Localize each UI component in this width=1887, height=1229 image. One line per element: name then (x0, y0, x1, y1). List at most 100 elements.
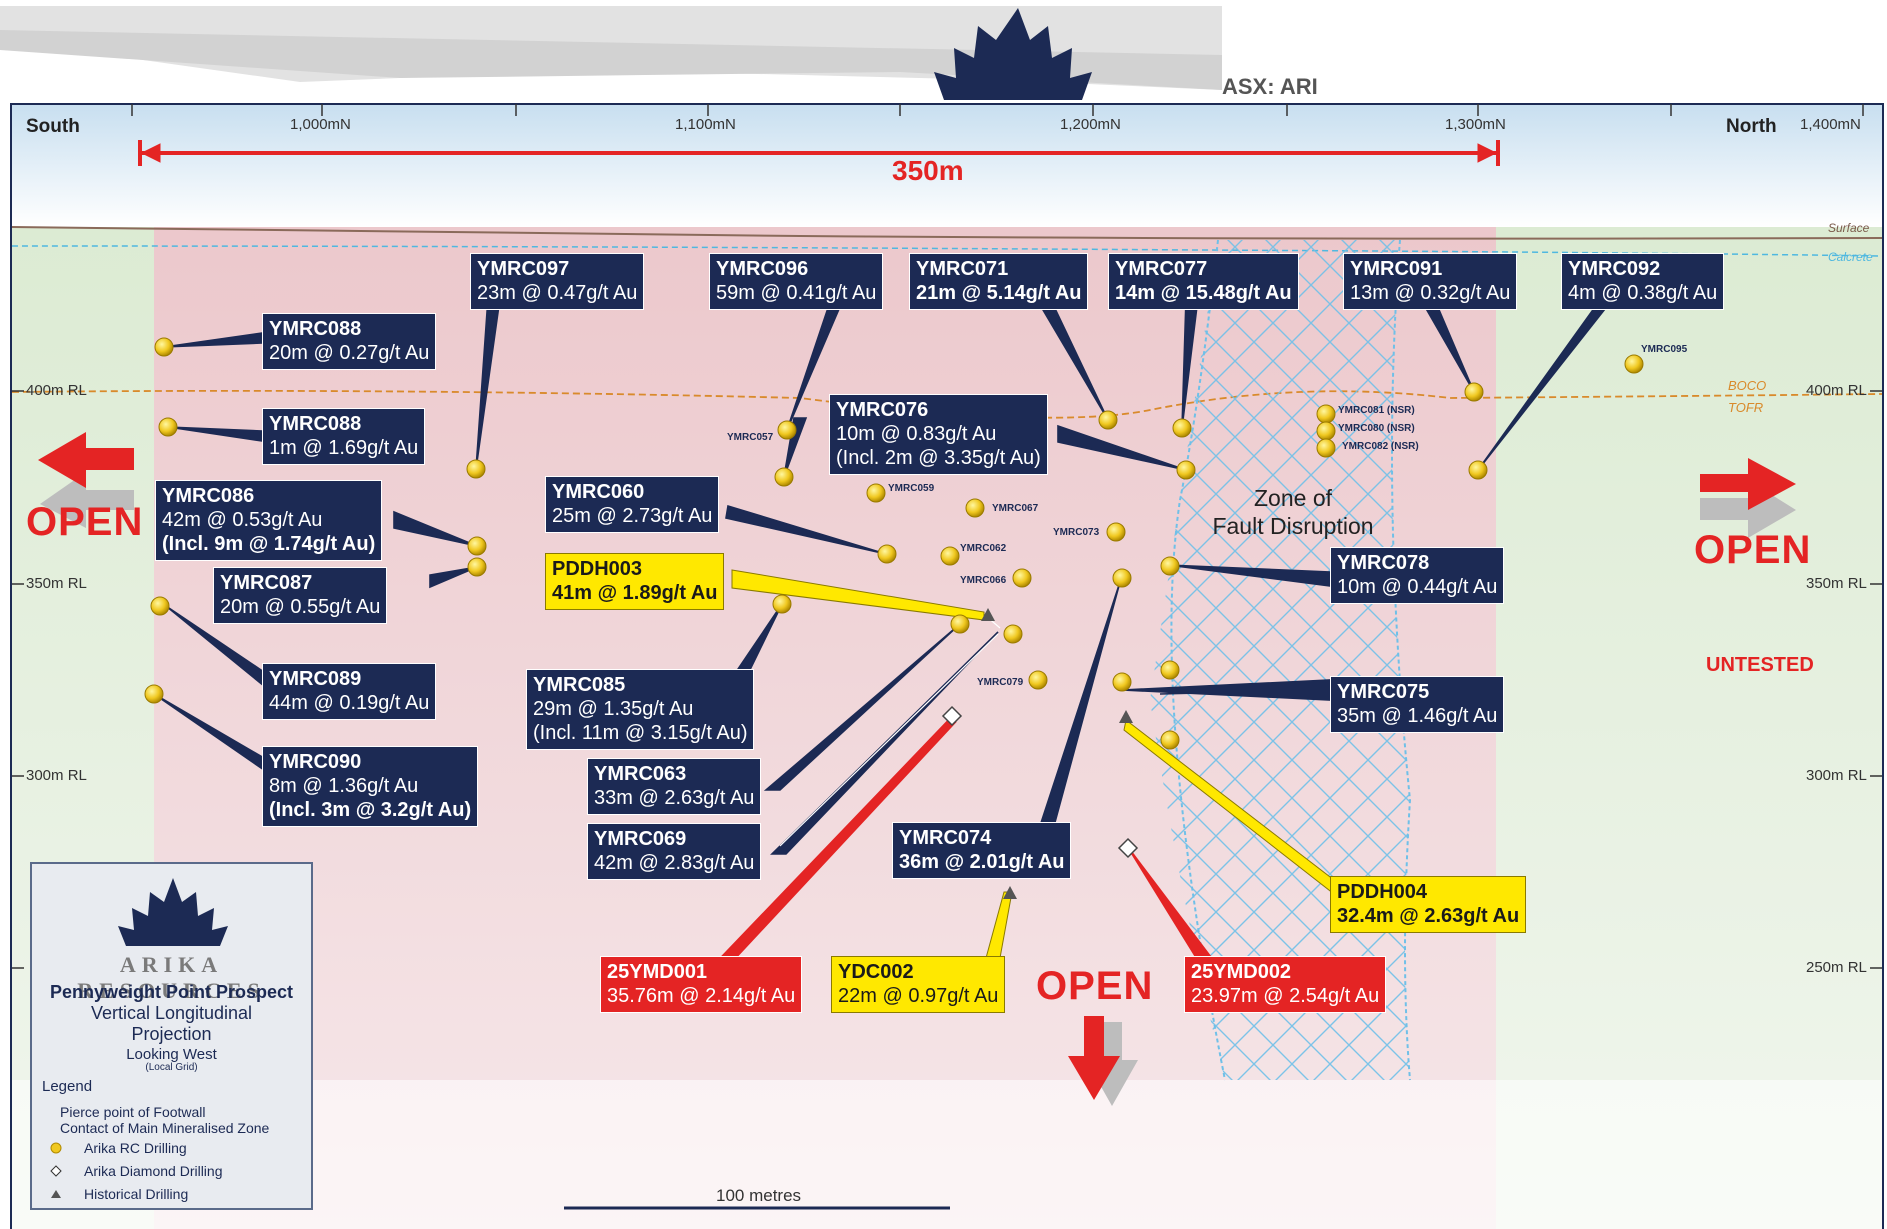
intercept-grade: 36m @ 2.01g/t Au (899, 851, 1065, 873)
open-arrow-left-icon (38, 432, 134, 528)
intercept-ymrc074: YMRC074 36m @ 2.01g/t Au (892, 822, 1072, 879)
hole-id: PDDH004 (1337, 881, 1428, 903)
intercept-grade: 35m @ 1.46g/t Au (1337, 705, 1498, 727)
intercept-grade: 33m @ 2.63g/t Au (594, 787, 755, 809)
hole-id: YMRC069 (594, 828, 687, 850)
intercept-ymrc060: YMRC060 25m @ 2.73g/t Au (545, 476, 720, 533)
rl-tick-label: 350m RL (26, 575, 87, 592)
intercept-grade: 22m @ 0.97g/t Au (838, 985, 999, 1007)
intercept-25ymd002: 25YMD002 23.97m @ 2.54g/t Au (1184, 956, 1387, 1013)
rl-tick-label-right: 350m RL (1806, 575, 1867, 592)
intercept-incl: (Incl. 11m @ 3.15g/t Au) (533, 722, 748, 744)
legend-subtitle: Looking West (126, 1046, 217, 1063)
legend-item-diamond: Arika Diamond Drilling (84, 1163, 223, 1179)
mn-tick-label: 1,400mN (1800, 116, 1861, 133)
diamond-drill-icon (50, 1165, 62, 1177)
rc-pierce-point (866, 483, 886, 503)
header-swoosh (0, 30, 1222, 90)
hole-id: 25YMD001 (607, 961, 708, 983)
hole-id: YMRC090 (269, 751, 362, 773)
intercept-grade: 29m @ 1.35g/t Au (533, 698, 694, 720)
historical-pierce-point (1119, 710, 1133, 723)
rc-pierce-point (144, 684, 164, 704)
intercept-ymrc096: YMRC096 59m @ 0.41g/t Au (709, 253, 884, 310)
intercept-pddh003: PDDH003 41m @ 1.89g/t Au (545, 553, 725, 610)
open-label-north: OPEN (1694, 528, 1812, 572)
intercept-grade: 10m @ 0.44g/t Au (1337, 576, 1498, 598)
legend-panel: ARIKA RESOURCES Pennyweight Point Prospe… (30, 862, 313, 1210)
rc-pierce-point (158, 417, 178, 437)
hole-id: YMRC088 (269, 318, 362, 340)
hole-label: YMRC082 (NSR) (1342, 441, 1419, 452)
intercept-ymrc097: YMRC097 23m @ 0.47g/t Au (470, 253, 645, 310)
intercept-pddh004: PDDH004 32.4m @ 2.63g/t Au (1330, 876, 1527, 933)
rl-tick-label-right: 300m RL (1806, 767, 1867, 784)
intercept-ymrc087: YMRC087 20m @ 0.55g/t Au (213, 567, 388, 624)
rc-pierce-point (1106, 522, 1126, 542)
boco-line (11, 389, 1883, 419)
fault-zone-line1: Zone of (1254, 485, 1332, 511)
mn-tick-label: 1,000mN (290, 116, 351, 133)
intercept-grade: 20m @ 0.27g/t Au (269, 342, 430, 364)
intercept-grade: 20m @ 0.55g/t Au (220, 596, 381, 618)
rc-pierce-point (1316, 421, 1336, 441)
intercept-ymrc085: YMRC085 29m @ 1.35g/t Au (Incl. 11m @ 3.… (526, 669, 755, 750)
hole-id: PDDH003 (552, 558, 643, 580)
rc-pierce-point (1160, 730, 1180, 750)
fault-edge-west (1170, 239, 1226, 1081)
rc-pierce-point (1316, 438, 1336, 458)
legend-item-footwall: Pierce point of Footwall (60, 1104, 206, 1120)
rc-pierce-point (1098, 410, 1118, 430)
legend-heading: Legend (42, 1078, 93, 1095)
tofr-label: TOFR (1728, 400, 1764, 415)
span-dimension-arrow (138, 140, 1500, 166)
ticker-label: ASX: ARI (1222, 74, 1318, 99)
rc-pierce-point (1624, 354, 1644, 374)
intercept-ymrc076: YMRC076 10m @ 0.83g/t Au (Incl. 2m @ 3.3… (829, 394, 1048, 475)
intercept-ymrc063: YMRC063 33m @ 2.63g/t Au (587, 758, 762, 815)
rl-tick-label: 300m RL (26, 767, 87, 784)
intercept-ymrc090: YMRC090 8m @ 1.36g/t Au (Incl. 3m @ 3.2g… (262, 746, 479, 827)
scale-bar-label: 100 metres (716, 1186, 802, 1205)
legend-subtitle: (Local Grid) (145, 1062, 198, 1073)
hole-id: YMRC089 (269, 668, 362, 690)
hole-id: YDC002 (838, 961, 914, 983)
brand-name: ARIKA RESOURCES (77, 952, 266, 1003)
legend-title: Pennyweight Point Prospect (49, 982, 294, 1002)
intercept-grade: 44m @ 0.19g/t Au (269, 692, 430, 714)
rc-pierce-point (1012, 568, 1032, 588)
intercept-ymrc091: YMRC091 13m @ 0.32g/t Au (1343, 253, 1518, 310)
hole-label: YMRC066 (960, 575, 1007, 586)
boco-label: BOCO (1728, 378, 1767, 393)
legend-item-footwall: Contact of Main Mineralised Zone (60, 1120, 270, 1136)
open-arrow-down-icon (1068, 1016, 1138, 1106)
intercept-ymrc088-lower: YMRC088 1m @ 1.69g/t Au (262, 408, 426, 465)
hole-label: YMRC073 (1053, 527, 1100, 538)
intercept-ymrc086: YMRC086 42m @ 0.53g/t Au (Incl. 9m @ 1.7… (155, 480, 383, 561)
calcrete-label: Calcrete (1828, 250, 1873, 264)
intercept-25ymd001: 25YMD001 35.76m @ 2.14g/t Au (600, 956, 803, 1013)
rc-pierce-point (1316, 404, 1336, 424)
lotus-logo-icon (934, 8, 1092, 100)
rc-pierce-point (950, 614, 970, 634)
intercept-ydc002: YDC002 22m @ 0.97g/t Au (831, 956, 1006, 1013)
north-label: North (1726, 116, 1777, 137)
hole-id: YMRC074 (899, 827, 992, 849)
hole-label: YMRC067 (992, 503, 1039, 514)
hole-id: YMRC086 (162, 485, 255, 507)
intercept-grade: 41m @ 1.89g/t Au (552, 582, 718, 604)
diamond-pierce-point (1117, 837, 1139, 859)
intercept-grade: 21m @ 5.14g/t Au (916, 282, 1082, 304)
mn-axis-ticks (131, 104, 1864, 116)
rc-pierce-point (466, 459, 486, 479)
hole-id: YMRC063 (594, 763, 687, 785)
south-label: South (26, 116, 80, 137)
leader-lines-yellow (731, 569, 1335, 959)
rc-pierce-point (1464, 382, 1484, 402)
rc-drill-icon (50, 1142, 62, 1154)
mn-tick-label: 1,100mN (675, 116, 736, 133)
intercept-ymrc092: YMRC092 4m @ 0.38g/t Au (1561, 253, 1725, 310)
historical-drill-icon (51, 1190, 61, 1198)
hole-label: YMRC059 (888, 483, 935, 494)
